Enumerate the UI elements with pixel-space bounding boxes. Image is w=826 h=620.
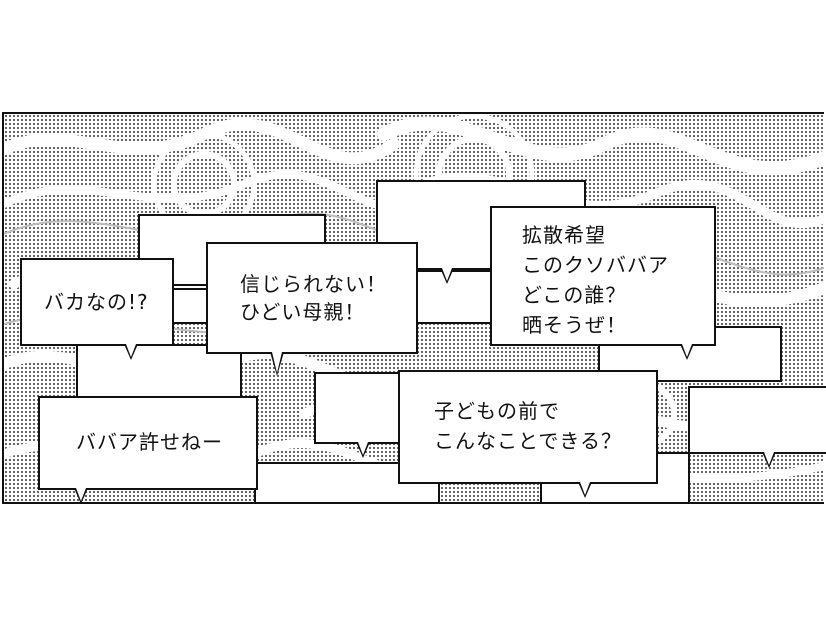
bubble-text: ババア許せねー: [76, 430, 223, 454]
bubble-text: バカなの!?: [44, 290, 149, 314]
speech-bubble-babaa: ババア許せねー: [38, 396, 258, 490]
bubble-text: 信じられない！ ひどい母親！: [240, 272, 387, 324]
empty-speech-box: [314, 372, 402, 444]
speech-bubble-shinjirarenai: 信じられない！ ひどい母親！: [206, 242, 418, 354]
speech-bubble-baka: バカなの!?: [20, 258, 174, 346]
speech-bubble-kakusan: 拡散希望 このクソババア どこの誰？ 晒そうぜ！: [490, 206, 716, 346]
speech-bubble-kodomo: 子どもの前で こんなことできる？: [398, 370, 658, 484]
empty-speech-box: [688, 386, 826, 454]
bubble-text: 拡散希望 このクソババア どこの誰？ 晒そうぜ！: [522, 223, 669, 337]
bubble-text: 子どもの前で こんなことできる？: [434, 399, 622, 453]
